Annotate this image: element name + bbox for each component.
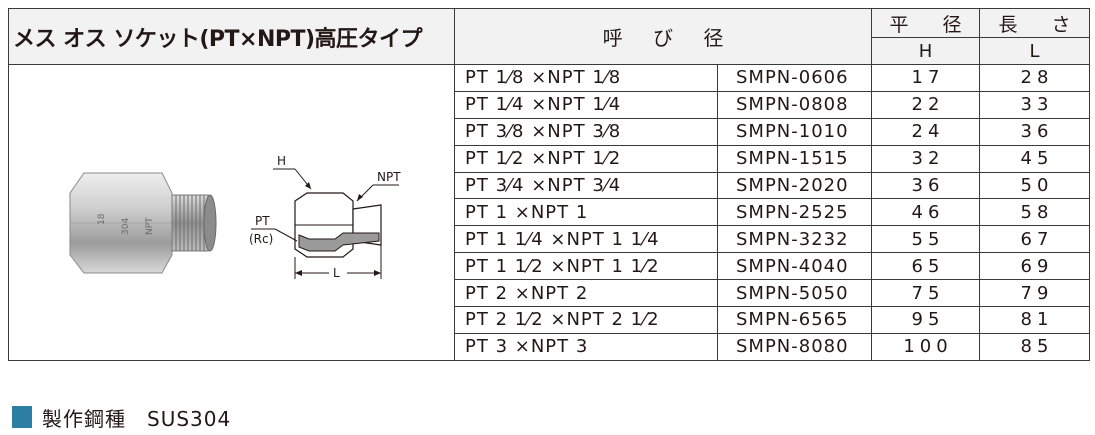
diameter-h: 22 bbox=[871, 90, 980, 119]
nominal-size: PT 1⁄2 ×NPT 1⁄2 bbox=[454, 144, 718, 173]
table-row: PT 2 1⁄2 ×NPT 2 1⁄2 SMPN-6565 95 81 bbox=[9, 306, 1090, 334]
table-row: PT 1⁄2 ×NPT 1⁄2 SMPN-1515 32 45 bbox=[9, 144, 1090, 173]
length-l: 81 bbox=[979, 306, 1090, 334]
diameter-h: 32 bbox=[871, 144, 980, 173]
table-row: PT 3 ×NPT 3 SMPN-8080 100 85 bbox=[9, 332, 1090, 361]
diameter-h: 24 bbox=[871, 117, 980, 146]
length-l: 28 bbox=[979, 64, 1090, 92]
length-l: 69 bbox=[979, 252, 1090, 281]
schematic-diagram: H NPT PT (Rc) bbox=[249, 154, 401, 280]
part-code: SMPN-1515 bbox=[717, 144, 872, 173]
diameter-h: 75 bbox=[871, 279, 980, 308]
length-l: 85 bbox=[979, 332, 1090, 361]
diameter-h: 95 bbox=[871, 306, 980, 334]
nominal-size: PT 1⁄8 ×NPT 1⁄8 bbox=[454, 64, 718, 92]
length-l: 79 bbox=[979, 279, 1090, 308]
nominal-size: PT 1⁄4 ×NPT 1⁄4 bbox=[454, 90, 718, 119]
part-code: SMPN-0606 bbox=[717, 64, 872, 92]
length-l: 50 bbox=[979, 171, 1090, 200]
table-row: PT 1 1⁄4 ×NPT 1 1⁄4 SMPN-3232 55 67 bbox=[9, 225, 1090, 254]
diameter-h: 17 bbox=[871, 64, 980, 92]
table-row: PT 2 ×NPT 2 SMPN-5050 75 79 bbox=[9, 279, 1090, 308]
diagram-label-npt: NPT bbox=[377, 170, 401, 184]
diameter-h: 100 bbox=[871, 332, 980, 361]
length-l: 67 bbox=[979, 225, 1090, 254]
table-row: PT 1 ×NPT 1 SMPN-2525 46 58 bbox=[9, 198, 1090, 227]
length-l: 33 bbox=[979, 90, 1090, 119]
table-row: PT 3⁄4 ×NPT 3⁄4 SMPN-2020 36 50 bbox=[9, 171, 1090, 200]
material-label: 製作鋼種 SUS304 bbox=[42, 406, 232, 431]
header-length: 長 さ bbox=[979, 8, 1090, 38]
diagram-label-rc: (Rc) bbox=[249, 232, 273, 246]
material-note: 製作鋼種 SUS304 bbox=[12, 404, 232, 431]
diagram-label-h: H bbox=[277, 154, 286, 168]
nominal-size: PT 3⁄8 ×NPT 3⁄8 bbox=[454, 117, 718, 146]
length-l: 58 bbox=[979, 198, 1090, 227]
part-code: SMPN-4040 bbox=[717, 252, 872, 281]
material-swatch bbox=[12, 406, 32, 428]
diameter-h: 65 bbox=[871, 252, 980, 281]
header-nominal-size: 呼 び 径 bbox=[454, 8, 872, 65]
part-code: SMPN-8080 bbox=[717, 332, 872, 361]
photo-mark-b: NPT bbox=[145, 217, 155, 235]
part-code: SMPN-0808 bbox=[717, 90, 872, 119]
nominal-size: PT 2 1⁄2 ×NPT 2 1⁄2 bbox=[454, 306, 718, 334]
part-code: SMPN-3232 bbox=[717, 225, 872, 254]
photo-mark-a: 304 bbox=[121, 218, 131, 235]
diameter-h: 46 bbox=[871, 198, 980, 227]
spec-table: メス オス ソケット(PT×NPT)高圧タイプ 呼 び 径 平 径 長 さ H … bbox=[8, 8, 1090, 361]
nominal-size: PT 1 1⁄2 ×NPT 1 1⁄2 bbox=[454, 252, 718, 281]
header-diameter-symbol: H bbox=[871, 37, 980, 65]
table-row: 18 304 NPT H NPT PT bbox=[8, 64, 1090, 361]
diameter-h: 55 bbox=[871, 225, 980, 254]
part-code: SMPN-2525 bbox=[717, 198, 872, 227]
nominal-size: PT 3⁄4 ×NPT 3⁄4 bbox=[454, 171, 718, 200]
fitting-photo: 18 304 NPT bbox=[69, 172, 217, 274]
table-title: メス オス ソケット(PT×NPT)高圧タイプ bbox=[8, 8, 455, 65]
table-row: PT 1⁄4 ×NPT 1⁄4 SMPN-0808 22 33 bbox=[9, 90, 1090, 119]
part-code: SMPN-2020 bbox=[717, 171, 872, 200]
table-row: PT 1 1⁄2 ×NPT 1 1⁄2 SMPN-4040 65 69 bbox=[9, 252, 1090, 281]
part-code: SMPN-1010 bbox=[717, 117, 872, 146]
diagram-label-l: L bbox=[333, 266, 340, 280]
part-code: SMPN-5050 bbox=[717, 279, 872, 308]
nominal-size: PT 3 ×NPT 3 bbox=[454, 332, 718, 361]
header-length-symbol: L bbox=[979, 37, 1090, 65]
table-row: PT 3⁄8 ×NPT 3⁄8 SMPN-1010 24 36 bbox=[9, 117, 1090, 146]
product-illustration-cell: 18 304 NPT H NPT PT bbox=[8, 64, 455, 361]
diameter-h: 36 bbox=[871, 171, 980, 200]
length-l: 36 bbox=[979, 117, 1090, 146]
nominal-size: PT 2 ×NPT 2 bbox=[454, 279, 718, 308]
nominal-size: PT 1 1⁄4 ×NPT 1 1⁄4 bbox=[454, 225, 718, 254]
diagram-label-pt: PT bbox=[255, 214, 270, 228]
part-code: SMPN-6565 bbox=[717, 306, 872, 334]
length-l: 45 bbox=[979, 144, 1090, 173]
header-diameter: 平 径 bbox=[871, 8, 980, 38]
photo-mark-c: 18 bbox=[97, 213, 107, 225]
nominal-size: PT 1 ×NPT 1 bbox=[454, 198, 718, 227]
